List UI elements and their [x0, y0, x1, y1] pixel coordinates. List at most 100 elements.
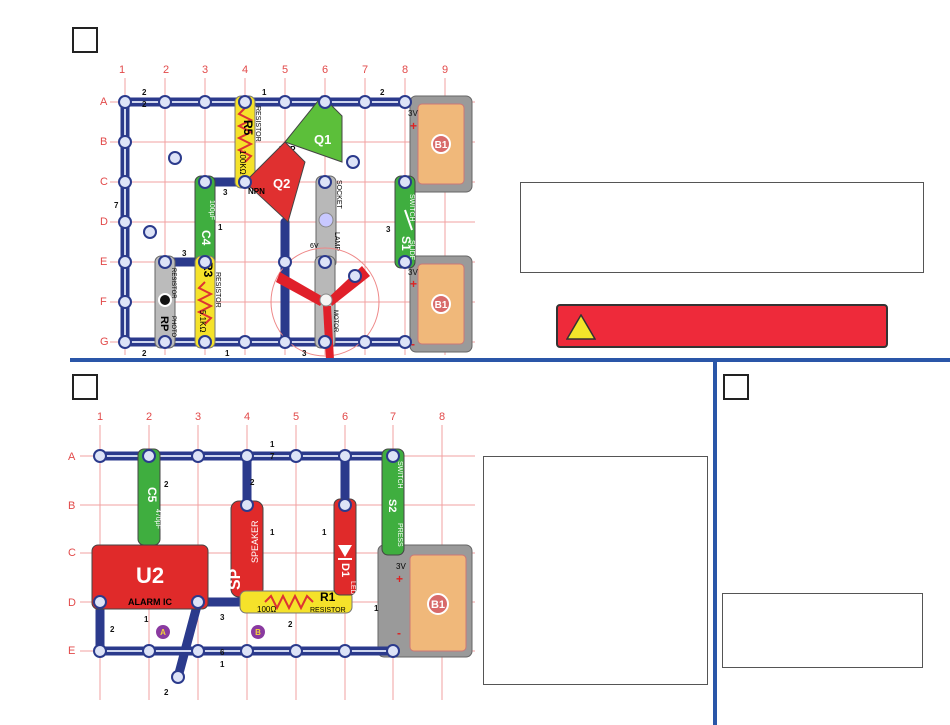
resistor-r1	[239, 590, 353, 614]
wire-number: 2	[164, 688, 169, 697]
wire-number: 1	[322, 528, 327, 537]
transistor-q1	[284, 95, 343, 163]
row-label: D	[68, 597, 76, 609]
r5-type: RESISTOR	[254, 106, 261, 142]
battery-minus: -	[411, 337, 415, 351]
battery-label: B1	[431, 599, 445, 611]
row-label: C	[68, 547, 76, 559]
u2-type: ALARM IC	[128, 597, 172, 607]
col-label: 3	[195, 411, 201, 423]
rp-type: PHOTO	[170, 316, 176, 338]
wire-number: 2	[250, 478, 255, 487]
bottom-left-project-checkbox[interactable]	[72, 374, 98, 400]
row-label: B	[100, 136, 107, 148]
q2-type: NPN	[248, 187, 265, 196]
wire-number: 6	[220, 648, 225, 657]
row-label: E	[100, 256, 107, 268]
wire-number: 3	[223, 188, 228, 197]
battery-minus: -	[397, 626, 401, 640]
battery-label: B1	[435, 140, 448, 151]
s2-code: S2	[386, 499, 398, 512]
col-label: 1	[119, 64, 125, 76]
wire-number: 1	[262, 88, 267, 97]
r5-code: R5	[241, 120, 255, 136]
wire-number: 2	[164, 480, 169, 489]
top-circuit-diagram: 1 2 3 4 5 6 7 8 9 A B C D E F G B1 B1 3V…	[100, 64, 475, 360]
u2-code: U2	[136, 563, 164, 588]
d1-code: D1	[339, 563, 351, 577]
s2-type2: SWITCH	[396, 461, 403, 489]
wire-number: 2	[142, 100, 147, 109]
motor-type: MOTOR	[332, 310, 338, 333]
col-label: 6	[342, 411, 348, 423]
battery-plus: +	[410, 277, 417, 291]
col-label: 5	[282, 64, 288, 76]
lamp-type: LAMP	[333, 232, 340, 251]
wire-number: 2	[110, 625, 115, 634]
bottom-right-note-box	[722, 593, 923, 668]
r3-type: RESISTOR	[214, 272, 221, 308]
bottom-circuit-diagram: 1 2 3 4 5 6 7 8 A B C D E B1 3V + -	[68, 411, 475, 700]
col-label: 2	[146, 411, 152, 423]
s1-code: S1	[399, 236, 413, 251]
wire-number: 7	[114, 201, 119, 210]
wire-number: 7	[270, 452, 275, 461]
rp-code: RP	[158, 316, 170, 331]
col-label: 4	[244, 411, 250, 423]
snap-points	[93, 449, 400, 684]
wire-number: 1	[374, 604, 379, 613]
horizontal-divider	[70, 358, 950, 362]
wire-number: 3	[220, 613, 225, 622]
top-project-checkbox[interactable]	[72, 27, 98, 53]
wire-number: 1	[220, 660, 225, 669]
wire-number: 2	[288, 620, 293, 629]
sp-type: SPEAKER	[250, 520, 260, 563]
row-label: A	[100, 96, 108, 108]
wire-number: 1	[225, 349, 230, 358]
s1-type2: SWITCH	[408, 194, 415, 222]
row-label: D	[100, 216, 108, 228]
col-label: 8	[439, 411, 445, 423]
s2-type: PRESS	[396, 523, 403, 547]
r1-code: R1	[320, 590, 336, 604]
col-label: 4	[242, 64, 248, 76]
wire-number: 2	[142, 349, 147, 358]
row-label: F	[100, 296, 107, 308]
r3-value: 5.1KΩ	[198, 310, 207, 332]
c4-code: C4	[199, 230, 213, 246]
battery-voltage: 3V	[396, 562, 406, 571]
col-label: 9	[442, 64, 448, 76]
vertical-divider	[713, 362, 717, 725]
col-label: 8	[402, 64, 408, 76]
rp-type2: RESISTOR	[170, 268, 176, 299]
battery-plus: +	[410, 119, 417, 133]
c5-value: 470μF	[154, 509, 161, 529]
col-label: 3	[202, 64, 208, 76]
col-label: 2	[163, 64, 169, 76]
battery-voltage: 3V	[408, 109, 418, 118]
battery-label: B1	[435, 300, 448, 311]
top-instruction-box	[520, 182, 924, 273]
lamp-volt: 6V	[310, 243, 319, 250]
bottom-left-instruction-box	[483, 456, 708, 685]
row-label: G	[100, 336, 109, 348]
motor-fan-circle	[270, 247, 380, 357]
warning-banner	[556, 304, 888, 348]
col-label: 7	[390, 411, 396, 423]
row-label: A	[68, 451, 76, 463]
point-b-label: B	[255, 628, 261, 637]
wire-number: 1	[270, 440, 275, 449]
bottom-right-project-checkbox[interactable]	[723, 374, 749, 400]
wire-number: 3	[182, 249, 187, 258]
col-label: 7	[362, 64, 368, 76]
d1-type: LED	[349, 581, 356, 595]
r1-type: RESISTOR	[310, 607, 346, 614]
warning-icon	[566, 314, 596, 340]
q2-code: Q2	[273, 176, 290, 191]
point-a-label: A	[160, 628, 166, 637]
wire-number: 3	[302, 349, 307, 358]
sp-code: SP	[227, 568, 244, 590]
wire-number: 2	[380, 88, 385, 97]
q1-code: Q1	[314, 132, 331, 147]
alarm-ic-u2	[91, 544, 209, 610]
